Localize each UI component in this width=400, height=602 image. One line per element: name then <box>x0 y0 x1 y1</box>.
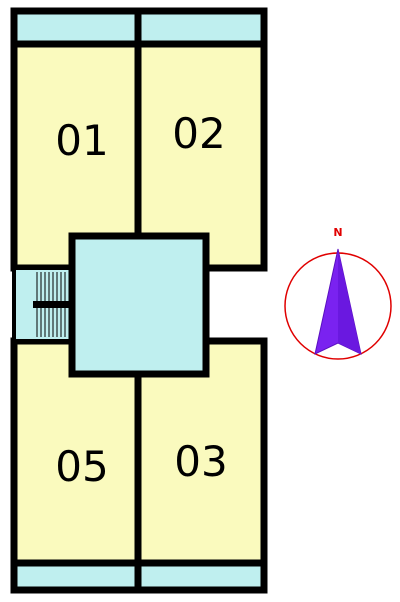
balcony-top-right <box>134 7 268 48</box>
balcony-top-left <box>10 7 142 48</box>
balcony-bottom-right <box>134 559 268 594</box>
central-hall <box>68 232 210 378</box>
unit-05-label: 05 <box>55 442 108 491</box>
north-compass: N <box>284 226 392 360</box>
unit-02-label: 02 <box>172 109 225 158</box>
unit-03-label: 03 <box>174 437 227 486</box>
stair-landing-bar <box>33 301 79 308</box>
unit-01-label: 01 <box>55 116 108 165</box>
compass-north-label: N <box>333 226 342 239</box>
north-arrow-shade <box>338 249 361 354</box>
balcony-bottom-left <box>10 559 142 594</box>
